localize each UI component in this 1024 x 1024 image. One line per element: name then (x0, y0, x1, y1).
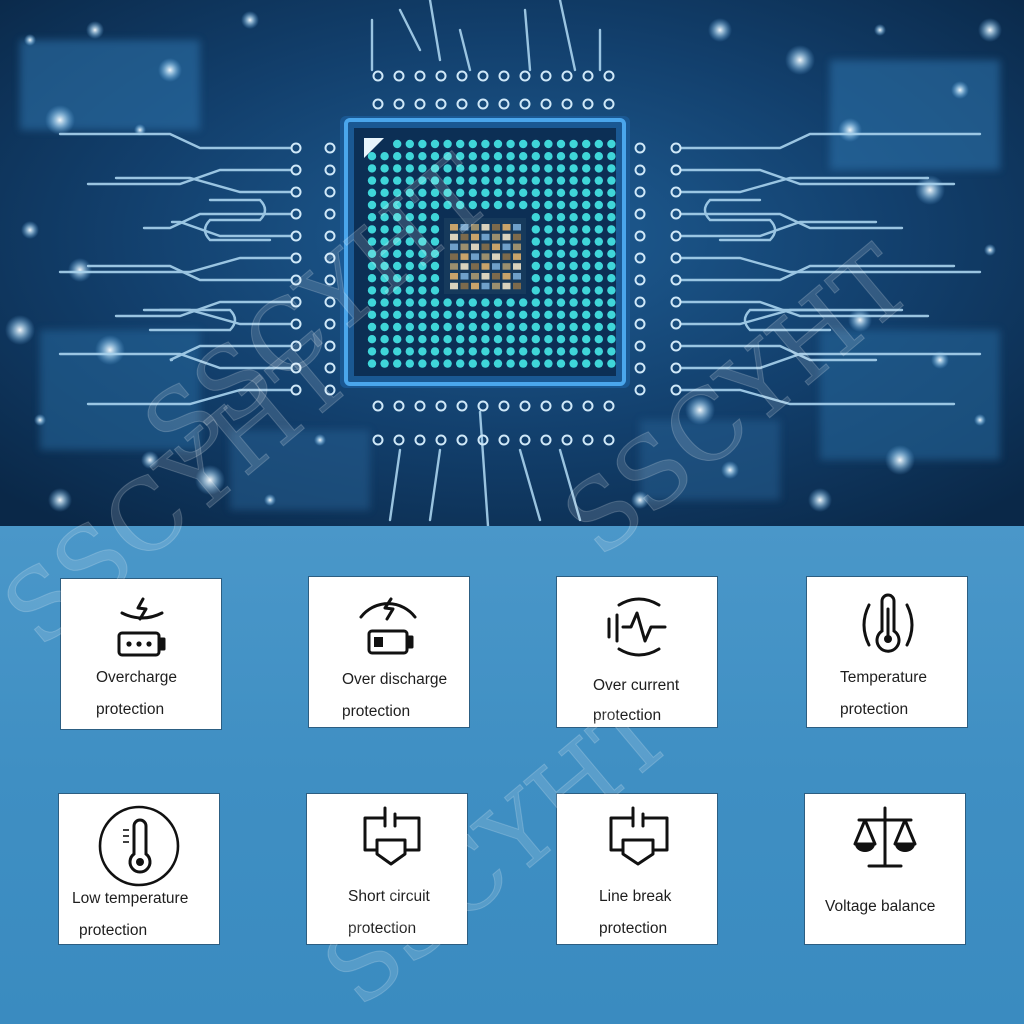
feature-card-temperature: Temperature protection (806, 576, 968, 728)
feature-sublabel: protection (342, 703, 411, 720)
feature-label: Over discharge (342, 671, 448, 688)
feature-card-over-current: Over current protection (556, 576, 718, 728)
bokeh-lights (5, 11, 1002, 512)
feature-sublabel: protection (79, 922, 148, 939)
feature-sublabel: protection (593, 707, 662, 724)
feature-sublabel: protection (348, 920, 417, 937)
temperature-icon (862, 593, 914, 653)
short-circuit-icon (363, 806, 421, 866)
feature-label: Voltage balance (825, 898, 936, 915)
feature-label: Overcharge (96, 669, 177, 686)
feature-label: Over current (593, 677, 680, 694)
feature-card-short-circuit: Short circuit protection (306, 793, 468, 945)
circuit-board-banner (0, 0, 1024, 526)
feature-card-voltage-balance: Voltage balance (804, 793, 966, 945)
feature-card-low-temperature: Low temperature protection (58, 793, 220, 945)
microchip-illustration (0, 0, 1024, 526)
over-discharge-icon (359, 597, 417, 655)
feature-label: Short circuit (348, 888, 430, 905)
overcharge-icon (117, 597, 166, 657)
line-break-icon (609, 806, 669, 866)
over-current-icon (607, 597, 667, 657)
chip-die (450, 224, 521, 290)
feature-sublabel: protection (96, 701, 165, 718)
feature-sublabel: protection (840, 701, 909, 718)
feature-sublabel: protection (599, 920, 668, 937)
feature-card-overcharge: Overcharge protection (60, 578, 222, 730)
feature-label: Line break (599, 888, 672, 905)
voltage-balance-icon (853, 806, 917, 868)
feature-card-line-break: Line break protection (556, 793, 718, 945)
feature-label: Temperature (840, 669, 928, 686)
processor-chip (340, 116, 630, 388)
feature-label: Low temperature (72, 890, 189, 907)
low-temperature-icon (98, 805, 180, 887)
feature-card-over-discharge: Over discharge protection (308, 576, 470, 728)
